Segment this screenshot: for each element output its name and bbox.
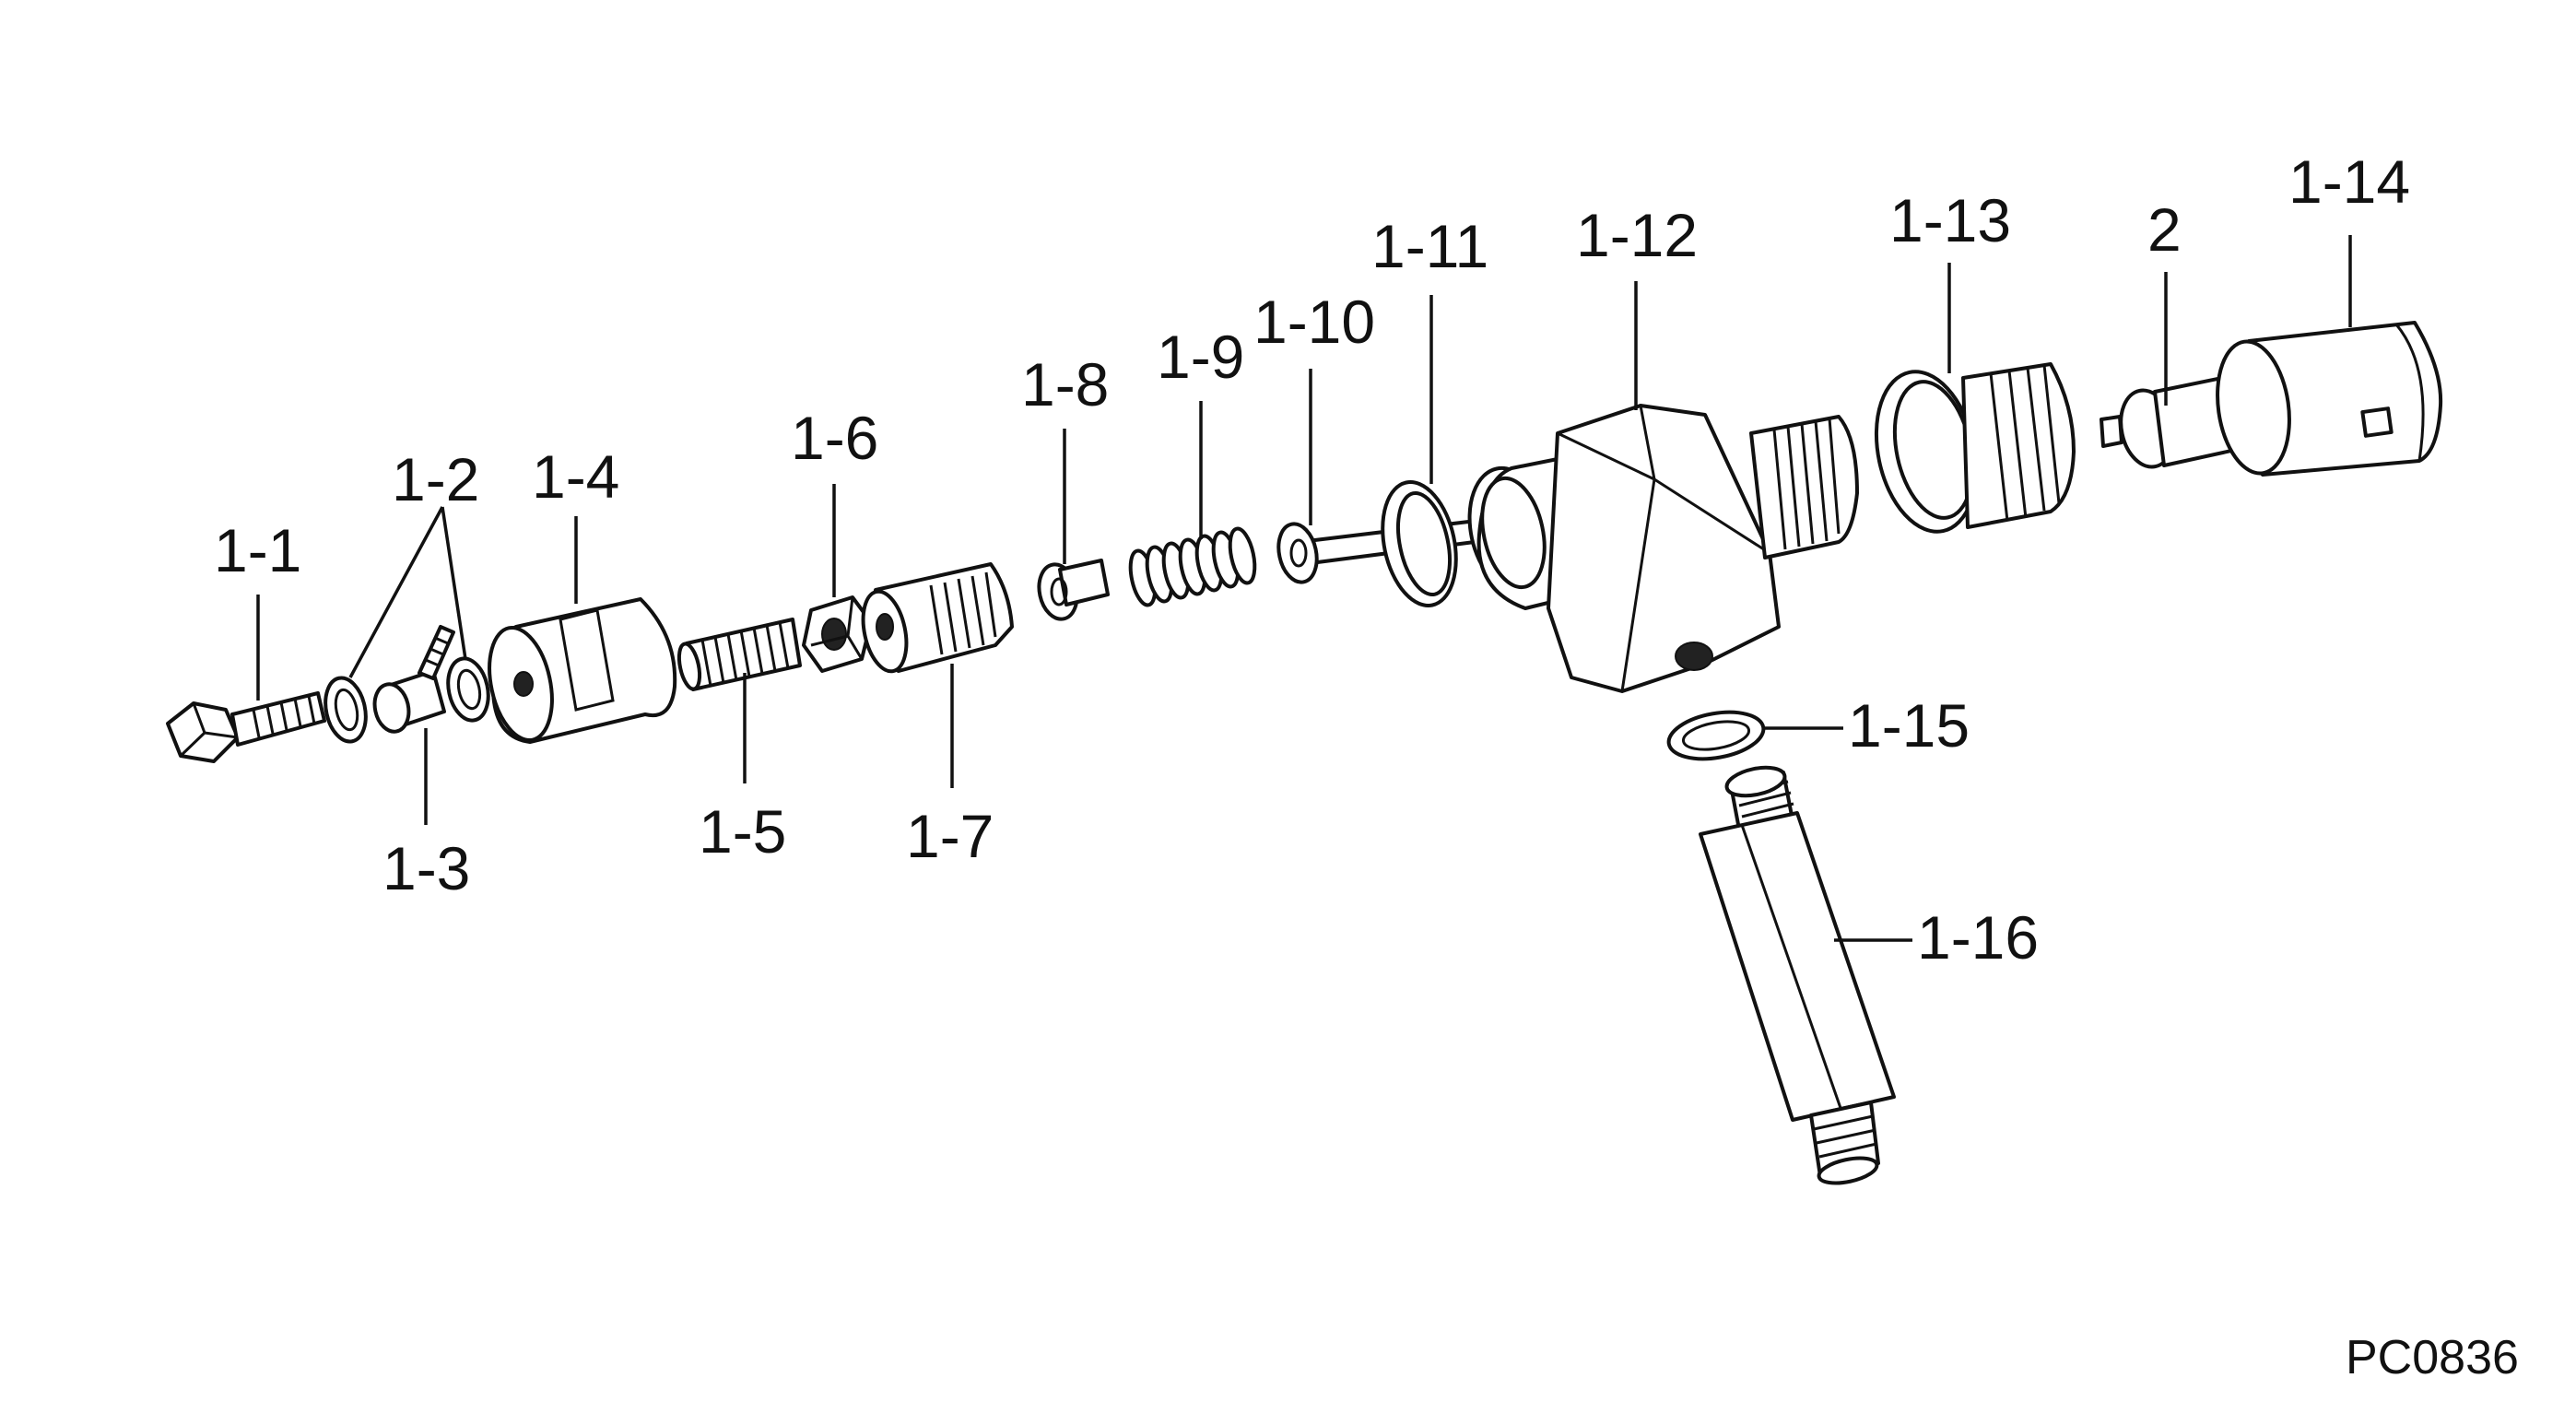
part-snap-ring	[1381, 480, 1458, 607]
part-retaining-nut	[1874, 362, 2076, 534]
callout-1-9: 1-9	[1157, 323, 1244, 391]
callout-1-2: 1-2	[392, 445, 479, 513]
callout-2: 2	[2147, 195, 2182, 264]
callout-1-8: 1-8	[1021, 350, 1109, 418]
callout-1-7: 1-7	[906, 802, 994, 870]
callout-1-4: 1-4	[532, 442, 619, 511]
callout-labels: 1-1 1-2 1-3 1-4 1-5 1-6 1-7 1-8 1-9 1-10…	[214, 147, 2519, 1384]
callout-1-10: 1-10	[1253, 288, 1375, 356]
part-hex-bolt	[166, 691, 326, 763]
part-cap-nut	[488, 597, 677, 744]
callout-1-1: 1-1	[214, 516, 301, 584]
callout-1-5: 1-5	[699, 797, 786, 866]
part-nozzle-holder-body	[1467, 404, 1859, 693]
part-washer-bottom	[1666, 710, 1766, 761]
reference-code: PC0836	[2346, 1331, 2519, 1384]
part-adjusting-screw	[676, 618, 802, 691]
leader-lines	[256, 235, 2352, 942]
part-lock-nut	[802, 595, 873, 673]
callout-1-16: 1-16	[1917, 903, 2039, 972]
part-spring-seat	[1037, 559, 1110, 621]
callout-1-14: 1-14	[2288, 147, 2410, 216]
callout-1-15: 1-15	[1848, 691, 1970, 760]
callout-1-6: 1-6	[791, 404, 878, 472]
callout-1-13: 1-13	[1889, 186, 2011, 254]
part-banjo-fitting	[372, 625, 455, 734]
part-washer-right	[446, 656, 490, 723]
callout-1-12: 1-12	[1576, 201, 1698, 269]
part-spring	[1128, 526, 1257, 607]
part-connector-pipe	[1699, 765, 1896, 1185]
callout-1-11: 1-11	[1371, 212, 1488, 280]
callout-1-3: 1-3	[382, 834, 470, 902]
part-end-cap	[2216, 321, 2443, 477]
part-spring-housing	[861, 562, 1014, 674]
part-washer-left	[323, 676, 368, 744]
